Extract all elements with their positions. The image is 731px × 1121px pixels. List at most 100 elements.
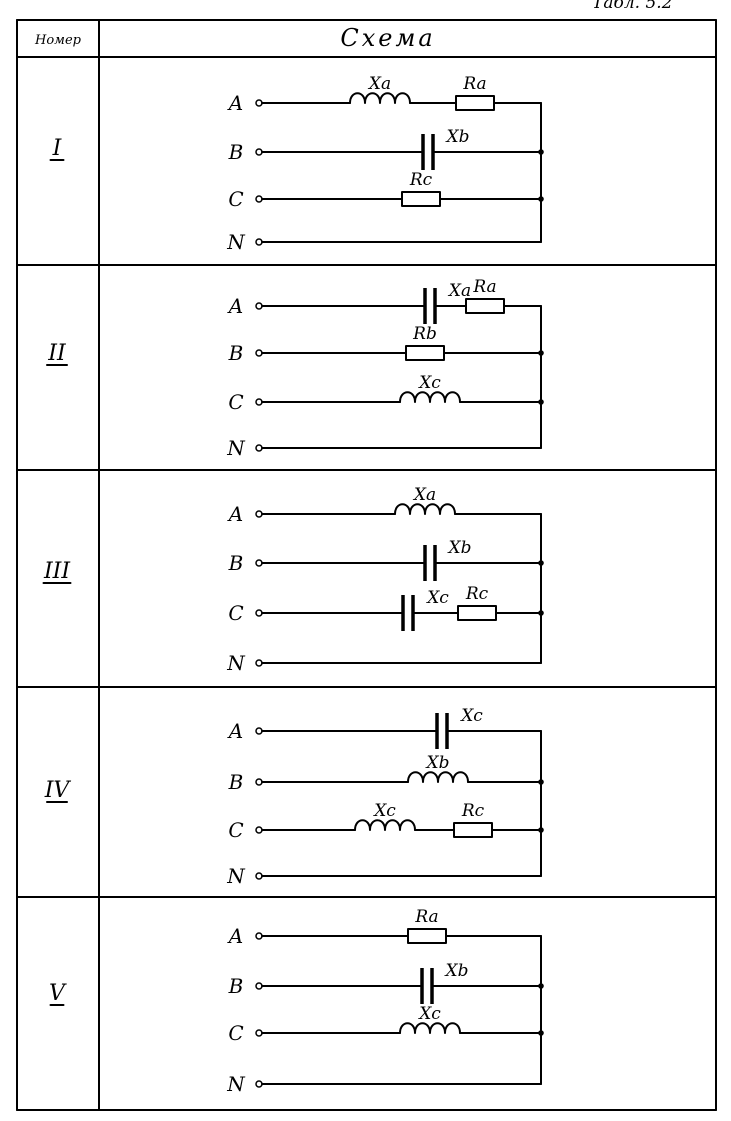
junction-dot — [538, 149, 544, 155]
element-label: Xa — [367, 74, 391, 94]
junction-dot — [538, 610, 544, 616]
inductor-element: Xc — [399, 373, 461, 403]
phase-label: A — [227, 294, 243, 318]
inductor-element: Xa — [349, 74, 411, 104]
phase-line-C: C Xc Rc — [228, 584, 544, 631]
element-label: Rb — [412, 324, 437, 344]
resistor-body — [457, 605, 497, 621]
phase-line-N: N — [226, 651, 542, 675]
resistor-element: Ra — [455, 74, 495, 111]
row-number: IV — [44, 778, 72, 803]
capacitor-element: Xb — [423, 538, 472, 581]
junction-dot — [538, 983, 544, 989]
phase-label: C — [228, 818, 243, 842]
phase-label: C — [228, 1021, 243, 1045]
phase-label: B — [228, 770, 244, 794]
inductor-element: Xa — [394, 485, 456, 515]
junction-dot — [538, 560, 544, 566]
inductor-coil — [407, 771, 469, 783]
resistor-body — [465, 298, 505, 314]
junction-dot — [538, 1030, 544, 1036]
phase-label: B — [228, 140, 244, 164]
element-label: Xc — [417, 1004, 441, 1024]
element-label: Ra — [414, 907, 438, 927]
element-label: Rc — [461, 801, 485, 821]
phase-label: C — [228, 187, 243, 211]
element-label: Xb — [445, 127, 470, 147]
phase-label: B — [228, 551, 244, 575]
phase-line-N: N — [226, 436, 542, 460]
phase-line-B: B Xb — [228, 538, 544, 581]
element-label: Xa — [447, 281, 471, 301]
element-label: Ra — [462, 74, 486, 94]
capacitor-element: Xc — [401, 588, 449, 631]
resistor-element: Rc — [453, 801, 493, 838]
phase-label: N — [226, 651, 246, 675]
capacitor-element: Xa — [423, 281, 471, 324]
table-grid — [16, 19, 717, 1111]
element-label: Rc — [409, 170, 433, 190]
element-label: Xa — [412, 485, 436, 505]
junction-dot — [538, 399, 544, 405]
resistor-element: Rc — [401, 170, 441, 207]
phase-label: A — [227, 91, 243, 115]
junction-dot — [538, 827, 544, 833]
element-label: Xb — [447, 538, 472, 558]
phase-line-C: C Xc — [228, 1004, 544, 1045]
junction-dot — [538, 350, 544, 356]
element-label: Xc — [459, 706, 483, 726]
phase-line-B: B Rb — [228, 324, 544, 365]
row-number: I — [52, 136, 63, 161]
row-number: III — [43, 559, 71, 584]
phase-line-A: A Xc — [227, 706, 542, 749]
phase-label: N — [226, 436, 246, 460]
inductor-coil — [399, 1022, 461, 1034]
phase-label: N — [226, 864, 246, 888]
inductor-element: Xb — [407, 753, 469, 783]
capacitor-element: Xc — [435, 706, 483, 749]
row-number: II — [47, 341, 67, 366]
phase-label: A — [227, 502, 243, 526]
inductor-element: Xc — [354, 801, 416, 831]
phase-line-N: N — [226, 1072, 542, 1096]
phase-line-B: B Xb — [228, 127, 544, 170]
inductor-coil — [354, 819, 416, 831]
phase-label: B — [228, 341, 244, 365]
header-number: Номер — [34, 33, 82, 48]
inductor-coil — [394, 503, 456, 515]
scheme-row-3: III A XaB XbC Xc RcN — [42, 485, 544, 675]
phase-label: C — [228, 601, 243, 625]
resistor-element: Rb — [405, 324, 445, 361]
scheme-row-1: I A Xa RaB XbC RcN — [49, 74, 544, 254]
phase-label: A — [227, 719, 243, 743]
element-label: Xc — [417, 373, 441, 393]
element-label: Rc — [465, 584, 489, 604]
element-label: Xb — [444, 961, 469, 981]
resistor-element: Ra — [407, 907, 447, 944]
phase-line-N: N — [226, 230, 542, 254]
resistor-body — [405, 345, 445, 361]
phase-label: N — [226, 1072, 246, 1096]
phase-line-C: C Rc — [228, 170, 544, 211]
element-label: Xc — [425, 588, 449, 608]
row-number: V — [49, 981, 67, 1006]
inductor-element: Xc — [399, 1004, 461, 1034]
resistor-body — [453, 822, 493, 838]
resistor-body — [407, 928, 447, 944]
resistor-element: Rc — [457, 584, 497, 621]
element-label: Xb — [425, 753, 450, 773]
phase-label: N — [226, 230, 246, 254]
phase-label: C — [228, 390, 243, 414]
phase-line-A: A Xa — [227, 485, 542, 526]
junction-dot — [538, 779, 544, 785]
phase-label: B — [228, 974, 244, 998]
capacitor-element: Xb — [420, 961, 469, 1004]
phase-line-A: ARa — [227, 907, 542, 948]
capacitor-element: Xb — [421, 127, 470, 170]
phase-line-A: A Xa Ra — [227, 74, 542, 115]
